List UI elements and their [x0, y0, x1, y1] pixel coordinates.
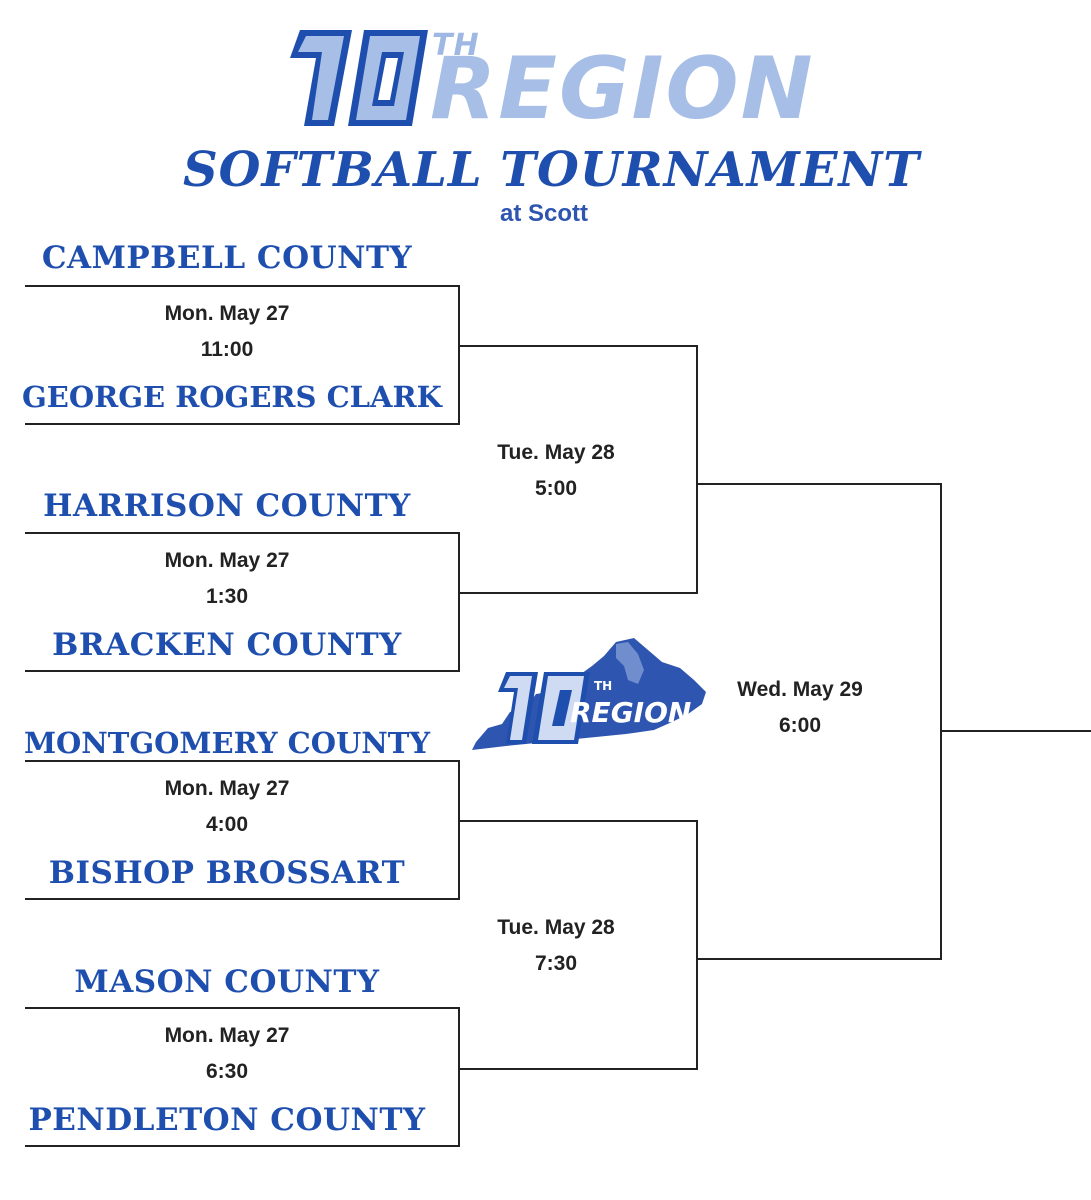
game2-day: Mon. May 27 — [164, 549, 290, 572]
bracket-line — [25, 423, 460, 425]
bracket-line — [458, 592, 698, 594]
center-logo-region: REGION — [570, 696, 691, 729]
bracket-line — [25, 670, 460, 672]
logo-region-text: REGION — [430, 39, 815, 139]
game4-time: 6:30 — [205, 1060, 249, 1083]
bracket-line — [458, 345, 698, 347]
center-logo-th: TH — [594, 679, 612, 693]
bracket-line — [696, 958, 942, 960]
region-logo-number — [290, 30, 428, 126]
venue-label: at Scott — [500, 200, 589, 227]
game1-time: 11:00 — [200, 338, 254, 361]
team-george-rogers-clark: GEORGE ROGERS CLARK — [22, 380, 442, 414]
team-harrison-county: HARRISON COUNTY — [43, 488, 411, 524]
bracket-line — [458, 285, 460, 425]
team-pendleton-county: PENDLETON COUNTY — [28, 1102, 426, 1138]
game3-day: Mon. May 27 — [164, 777, 290, 800]
semifinal1-time: 5:00 — [534, 477, 578, 500]
bracket-line — [696, 820, 698, 1070]
team-bishop-brossart: BISHOP BROSSART — [48, 855, 406, 891]
game1-day: Mon. May 27 — [164, 302, 290, 325]
semifinal2-time: 7:30 — [534, 952, 578, 975]
bracket-line — [25, 760, 460, 762]
bracket-line — [25, 285, 460, 287]
bracket-line — [696, 345, 698, 594]
semifinal2-day: Tue. May 28 — [497, 916, 615, 939]
bracket-line — [458, 532, 460, 672]
bracket-line — [25, 898, 460, 900]
bracket-line — [25, 1145, 460, 1147]
tournament-title: SOFTBALL TOURNAMENT — [182, 142, 920, 198]
team-mason-county: MASON COUNTY — [74, 964, 380, 1000]
bracket-line — [940, 483, 942, 960]
game4-day: Mon. May 27 — [164, 1024, 290, 1047]
bracket-line — [458, 1068, 698, 1070]
page-title: SOFTBALL TOURNAMENT — [0, 142, 1091, 198]
bracket-line — [696, 483, 942, 485]
team-montgomery-county: MONTGOMERY COUNTY — [23, 726, 431, 760]
bracket-line — [25, 532, 460, 534]
bracket-line — [458, 820, 698, 822]
semifinal1-day: Tue. May 28 — [497, 441, 615, 464]
logo-th-text: TH — [432, 28, 480, 63]
game2-time: 1:30 — [205, 585, 249, 608]
game3-time: 4:00 — [205, 813, 249, 836]
bracket-line — [458, 760, 460, 900]
kentucky-region-logo: TH REGION — [472, 638, 706, 750]
final-time: 6:00 — [778, 714, 822, 737]
champion-line — [940, 730, 1091, 732]
bracket-line — [458, 1007, 460, 1147]
final-day: Wed. May 29 — [737, 678, 863, 701]
team-campbell-county: CAMPBELL COUNTY — [41, 240, 413, 276]
bracket-line — [25, 1007, 460, 1009]
team-bracken-county: BRACKEN COUNTY — [52, 627, 402, 663]
